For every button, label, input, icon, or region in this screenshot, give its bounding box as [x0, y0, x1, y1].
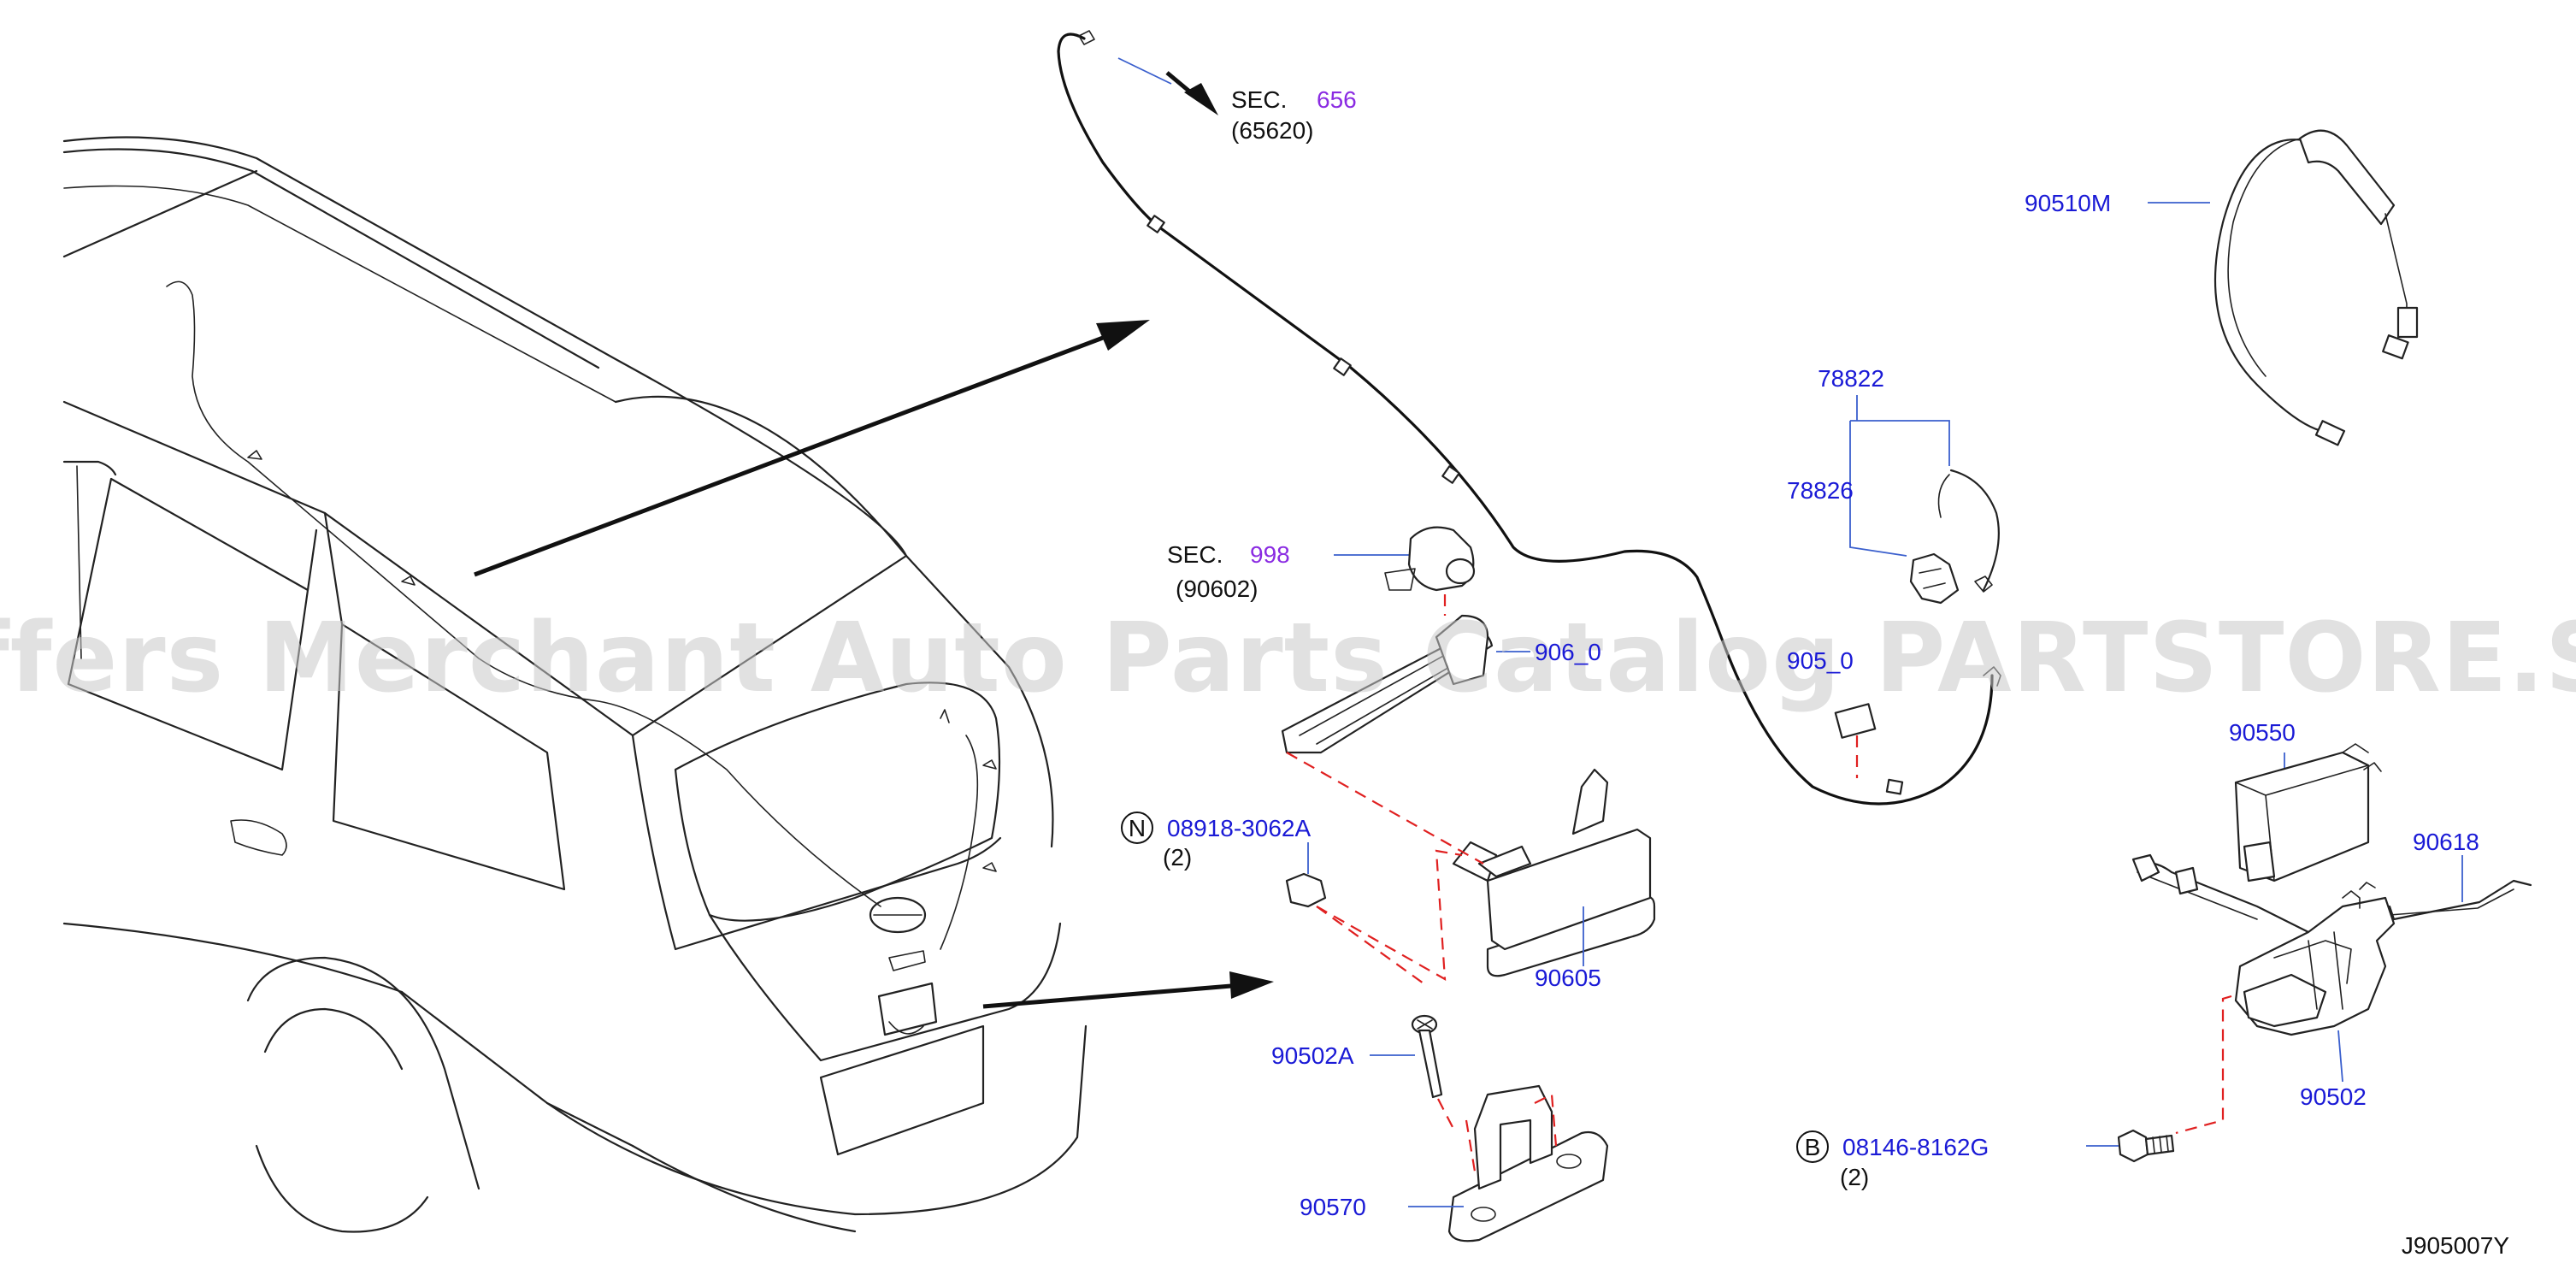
part-label-90510[interactable]: 905_0	[1787, 647, 1854, 674]
part-label-90550[interactable]: 90550	[2229, 719, 2296, 746]
part-90502A-illustration	[1370, 1014, 1454, 1130]
part-90600-illustration	[1281, 526, 1530, 754]
watermark-text: Offers Merchant Auto Parts Catalog PARTS…	[0, 603, 2576, 714]
fastener-08918-3062A-illustration	[1285, 842, 1424, 984]
part-label-90605[interactable]: 90605	[1535, 965, 1601, 991]
vehicle-illustration	[62, 136, 1088, 1233]
part-90570-illustration	[1408, 1084, 1609, 1242]
part-label-78822[interactable]: 78822	[1818, 365, 1884, 392]
section-998-number[interactable]: 998	[1250, 541, 1290, 568]
part-label-90502A[interactable]: 90502A	[1271, 1042, 1354, 1069]
fastener-label-08918-3062A[interactable]: 08918-3062A	[1167, 815, 1311, 841]
fastener-qty-08918-3062A: (2)	[1163, 844, 1192, 871]
part-90502-illustration	[2131, 853, 2396, 1135]
part-90618-illustration	[2388, 855, 2532, 921]
part-90550-illustration	[2234, 743, 2382, 882]
section-656-sub: (65620)	[1231, 117, 1314, 144]
release-cable	[1057, 30, 2001, 806]
fastener-qty-08146-8162G: (2)	[1840, 1164, 1869, 1190]
section-998-sub: (90602)	[1176, 575, 1259, 602]
section-656-number[interactable]: 656	[1317, 86, 1357, 113]
fastener-n-symbol-circle	[1121, 812, 1153, 844]
part-label-90502[interactable]: 90502	[2300, 1083, 2367, 1110]
callout-arrows	[474, 57, 1274, 1009]
part-label-90600[interactable]: 906_0	[1535, 639, 1601, 665]
section-656-prefix: SEC.	[1231, 86, 1287, 113]
part-label-90510M[interactable]: 90510M	[2025, 190, 2111, 216]
section-998-prefix: SEC.	[1167, 541, 1223, 568]
fastener-n-symbol: N	[1129, 815, 1146, 841]
fastener-label-08146-8162G[interactable]: 08146-8162G	[1842, 1134, 1989, 1160]
fastener-b-symbol: B	[1805, 1134, 1821, 1160]
part-90510M-illustration	[2148, 129, 2419, 446]
part-label-90570[interactable]: 90570	[1300, 1194, 1366, 1220]
part-90605-illustration	[1286, 752, 1656, 981]
diagram-code: J905007Y	[2402, 1232, 2509, 1259]
fastener-08146-8162G-illustration	[2086, 1129, 2175, 1163]
part-label-78826[interactable]: 78826	[1787, 477, 1854, 504]
part-label-90618[interactable]: 90618	[2413, 829, 2479, 855]
part-90510-illustration	[1834, 703, 1877, 778]
part-78822-illustration	[1849, 395, 2000, 605]
fastener-b-symbol-circle	[1796, 1130, 1829, 1163]
